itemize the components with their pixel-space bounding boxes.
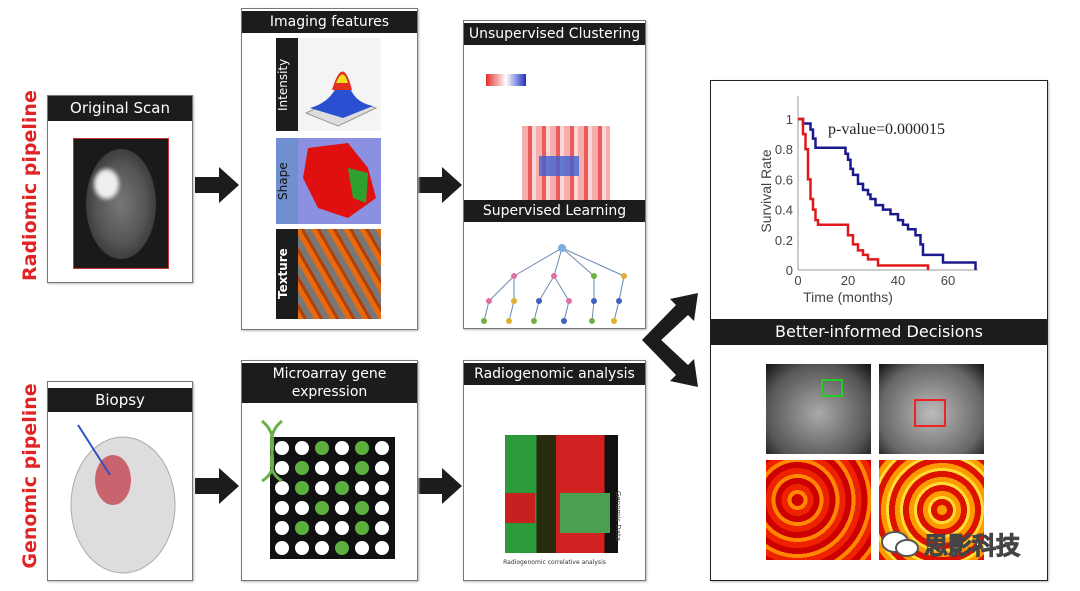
radiomic-pipeline-label: Radiomic pipeline [19, 90, 41, 281]
heatmap-block [505, 493, 535, 523]
x-tick-label: 40 [891, 273, 905, 288]
microarray-title-line1: Microarray gene [272, 366, 387, 382]
x-tick-label: 20 [841, 273, 855, 288]
microarray-dot [275, 501, 289, 515]
microarray-dot [295, 541, 309, 555]
arrow-right-icon [195, 468, 239, 504]
microarray-panel: Microarray gene expression [241, 360, 418, 581]
microarray-dot [315, 541, 329, 555]
x-axis-label: Time (months) [803, 289, 893, 305]
imaging-features-title: Imaging features [242, 11, 417, 33]
watermark-text: 思影科技 [924, 532, 1021, 561]
microarray-dot [355, 461, 369, 475]
microarray-dot [275, 521, 289, 535]
y-axis-label: Survival Rate [758, 149, 774, 232]
microarray-dot [335, 461, 349, 475]
decision-tree-image [481, 244, 627, 324]
microarray-dot [275, 461, 289, 475]
microarray-dot [375, 541, 389, 555]
microarray-dot [275, 541, 289, 555]
heatmap-texture-1 [766, 460, 871, 560]
shape-label: Shape [276, 138, 298, 224]
y-tick-label: 0.4 [775, 203, 793, 218]
microarray-dot [375, 481, 389, 495]
wechat-icon [881, 530, 919, 557]
arrow-right-icon [418, 468, 462, 504]
microarray-dot [275, 481, 289, 495]
microarray-dot [315, 501, 329, 515]
watermark: 思影科技 [880, 526, 1021, 561]
genomic-data-label: Genomic Data [614, 491, 622, 542]
mri-scan-2 [879, 364, 984, 454]
microarray-dot [375, 461, 389, 475]
mri-scan-1 [766, 364, 871, 454]
microarray-dot [315, 521, 329, 535]
texture-label: Texture [276, 229, 298, 319]
x-tick-label: 0 [794, 273, 801, 288]
biopsy-panel: Biopsy [47, 381, 193, 581]
intensity-label: Intensity [276, 38, 298, 131]
original-scan-title: Original Scan [48, 96, 192, 121]
microarray-dot [355, 481, 369, 495]
microarray-dot [315, 441, 329, 455]
microarray-dot [315, 461, 329, 475]
y-tick-label: 0.6 [775, 172, 793, 187]
survival-curve-red [798, 117, 930, 270]
microarray-dot [355, 501, 369, 515]
microarray-title: Microarray gene expression [242, 363, 417, 403]
p-value-annotation: p-value=0.000015 [828, 121, 945, 138]
microarray-dot [295, 461, 309, 475]
arrow-right-icon [195, 167, 239, 203]
clustering-heatmap-image [484, 56, 634, 206]
double-arrow-icon [642, 293, 698, 387]
brain-biopsy-image [70, 424, 176, 574]
microarray-dot [335, 481, 349, 495]
imaging-features-panel: Imaging features Intensity Shape Texture [241, 8, 418, 330]
microarray-dot [335, 541, 349, 555]
microarray-dot [375, 521, 389, 535]
arrow-right-icon [418, 167, 462, 203]
unsupervised-clustering-title: Unsupervised Clustering [464, 23, 645, 45]
clustering-panel: Unsupervised Clustering Supervised Learn… [463, 20, 646, 329]
texture-image [298, 229, 381, 319]
brain-mri-image [73, 138, 169, 269]
dna-icon [261, 419, 283, 483]
radiogenomic-title: Radiogenomic analysis [464, 363, 645, 385]
x-tick-label: 60 [941, 273, 955, 288]
microarray-dot [295, 481, 309, 495]
y-tick-label: 0.8 [775, 142, 793, 157]
microarray-dot [275, 441, 289, 455]
microarray-title-line2: expression [291, 384, 368, 400]
survival-chart: 0 20 40 60 0 0.2 0.4 0.6 0.8 1 p-value=0.000015Tim… [758, 96, 978, 305]
biopsy-title: Biopsy [48, 388, 192, 412]
genomic-pipeline-label: Genomic pipeline [19, 383, 41, 569]
microarray-dot [355, 541, 369, 555]
original-scan-panel: Original Scan [47, 95, 193, 283]
radiogenomic-panel: Radiogenomic analysis Genomic Data Radio… [463, 360, 646, 581]
decisions-title: Better-informed Decisions [711, 319, 1047, 345]
y-tick-label: 0.2 [775, 233, 793, 248]
microarray-dot [355, 441, 369, 455]
supervised-learning-title: Supervised Learning [464, 200, 645, 222]
heatmap-block [560, 493, 610, 533]
microarray-dot [295, 521, 309, 535]
microarray-dot [375, 441, 389, 455]
shape-image [298, 138, 381, 224]
microarray-dot [355, 521, 369, 535]
survival-curve-blue [798, 117, 977, 270]
microarray-dot [335, 521, 349, 535]
microarray-dot [375, 501, 389, 515]
microarray-dot [335, 501, 349, 515]
microarray-dot [315, 481, 329, 495]
intensity-plot-image [298, 38, 381, 131]
microarray-dot-grid [270, 437, 395, 559]
y-tick-label: 1 [786, 112, 793, 127]
microarray-dot [295, 441, 309, 455]
microarray-dot [295, 501, 309, 515]
microarray-dot [335, 441, 349, 455]
y-tick-label: 0 [786, 263, 793, 278]
radiogenomic-caption: Radiogenomic correlative analysis [503, 559, 606, 566]
